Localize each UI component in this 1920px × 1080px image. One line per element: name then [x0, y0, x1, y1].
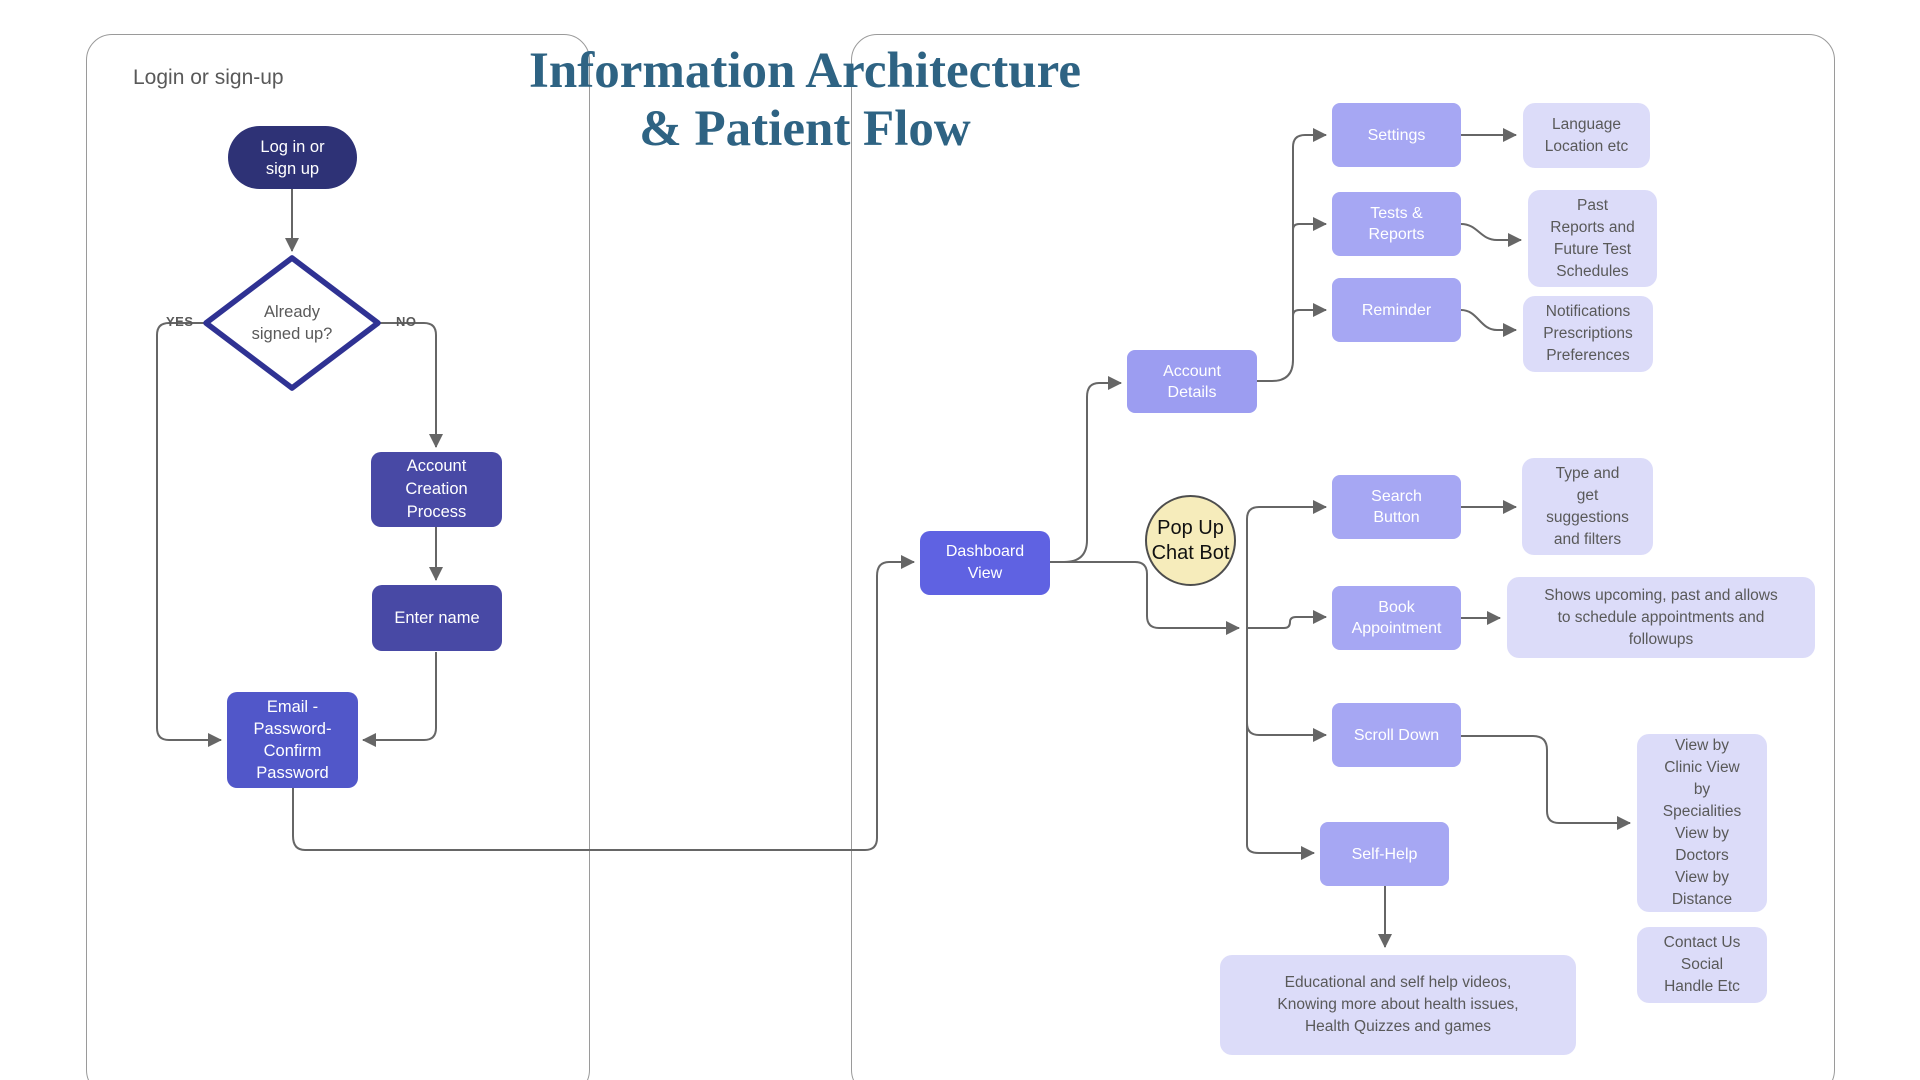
node-settings[interactable]: Settings — [1332, 103, 1461, 167]
login-panel — [86, 34, 590, 1080]
node-shows-upcoming[interactable]: Shows upcoming, past and allows to sched… — [1507, 577, 1815, 658]
node-reminder[interactable]: Reminder — [1332, 278, 1461, 342]
decision-label[interactable]: Already signed up? — [251, 303, 333, 343]
node-past-reports[interactable]: Past Reports and Future Test Schedules — [1528, 190, 1657, 287]
node-login-start[interactable]: Log in or sign up — [228, 126, 357, 189]
page-title-line1: Information Architecture — [529, 43, 1081, 99]
patient-flow-panel — [851, 34, 1835, 1080]
node-view-by[interactable]: View by Clinic View by Specialities View… — [1637, 734, 1767, 912]
yes-branch-label: YES — [166, 314, 194, 329]
page-title-line2: & Patient Flow — [639, 101, 971, 157]
node-dashboard-view[interactable]: Dashboard View — [920, 531, 1050, 595]
node-account-creation[interactable]: Account Creation Process — [371, 452, 502, 527]
node-contact-us[interactable]: Contact Us Social Handle Etc — [1637, 927, 1767, 1003]
node-educational[interactable]: Educational and self help videos, Knowin… — [1220, 955, 1576, 1055]
node-email-password[interactable]: Email - Password- Confirm Password — [227, 692, 358, 788]
page-title: Information Architecture & Patient Flow — [500, 42, 1110, 158]
node-type-suggestions[interactable]: Type and get suggestions and filters — [1522, 458, 1653, 555]
node-enter-name[interactable]: Enter name — [372, 585, 502, 651]
node-notifications[interactable]: Notifications Prescriptions Preferences — [1523, 296, 1653, 372]
node-language-location[interactable]: Language Location etc — [1523, 103, 1650, 168]
no-branch-label: NO — [396, 314, 417, 329]
node-self-help[interactable]: Self-Help — [1320, 822, 1449, 886]
node-tests-reports[interactable]: Tests & Reports — [1332, 192, 1461, 256]
node-chat-bot[interactable]: Pop Up Chat Bot — [1145, 495, 1236, 586]
node-scroll-down[interactable]: Scroll Down — [1332, 703, 1461, 767]
node-account-details[interactable]: Account Details — [1127, 350, 1257, 413]
login-panel-label: Login or sign-up — [133, 66, 284, 89]
node-book-appointment[interactable]: Book Appointment — [1332, 586, 1461, 650]
node-search-button[interactable]: Search Button — [1332, 475, 1461, 539]
